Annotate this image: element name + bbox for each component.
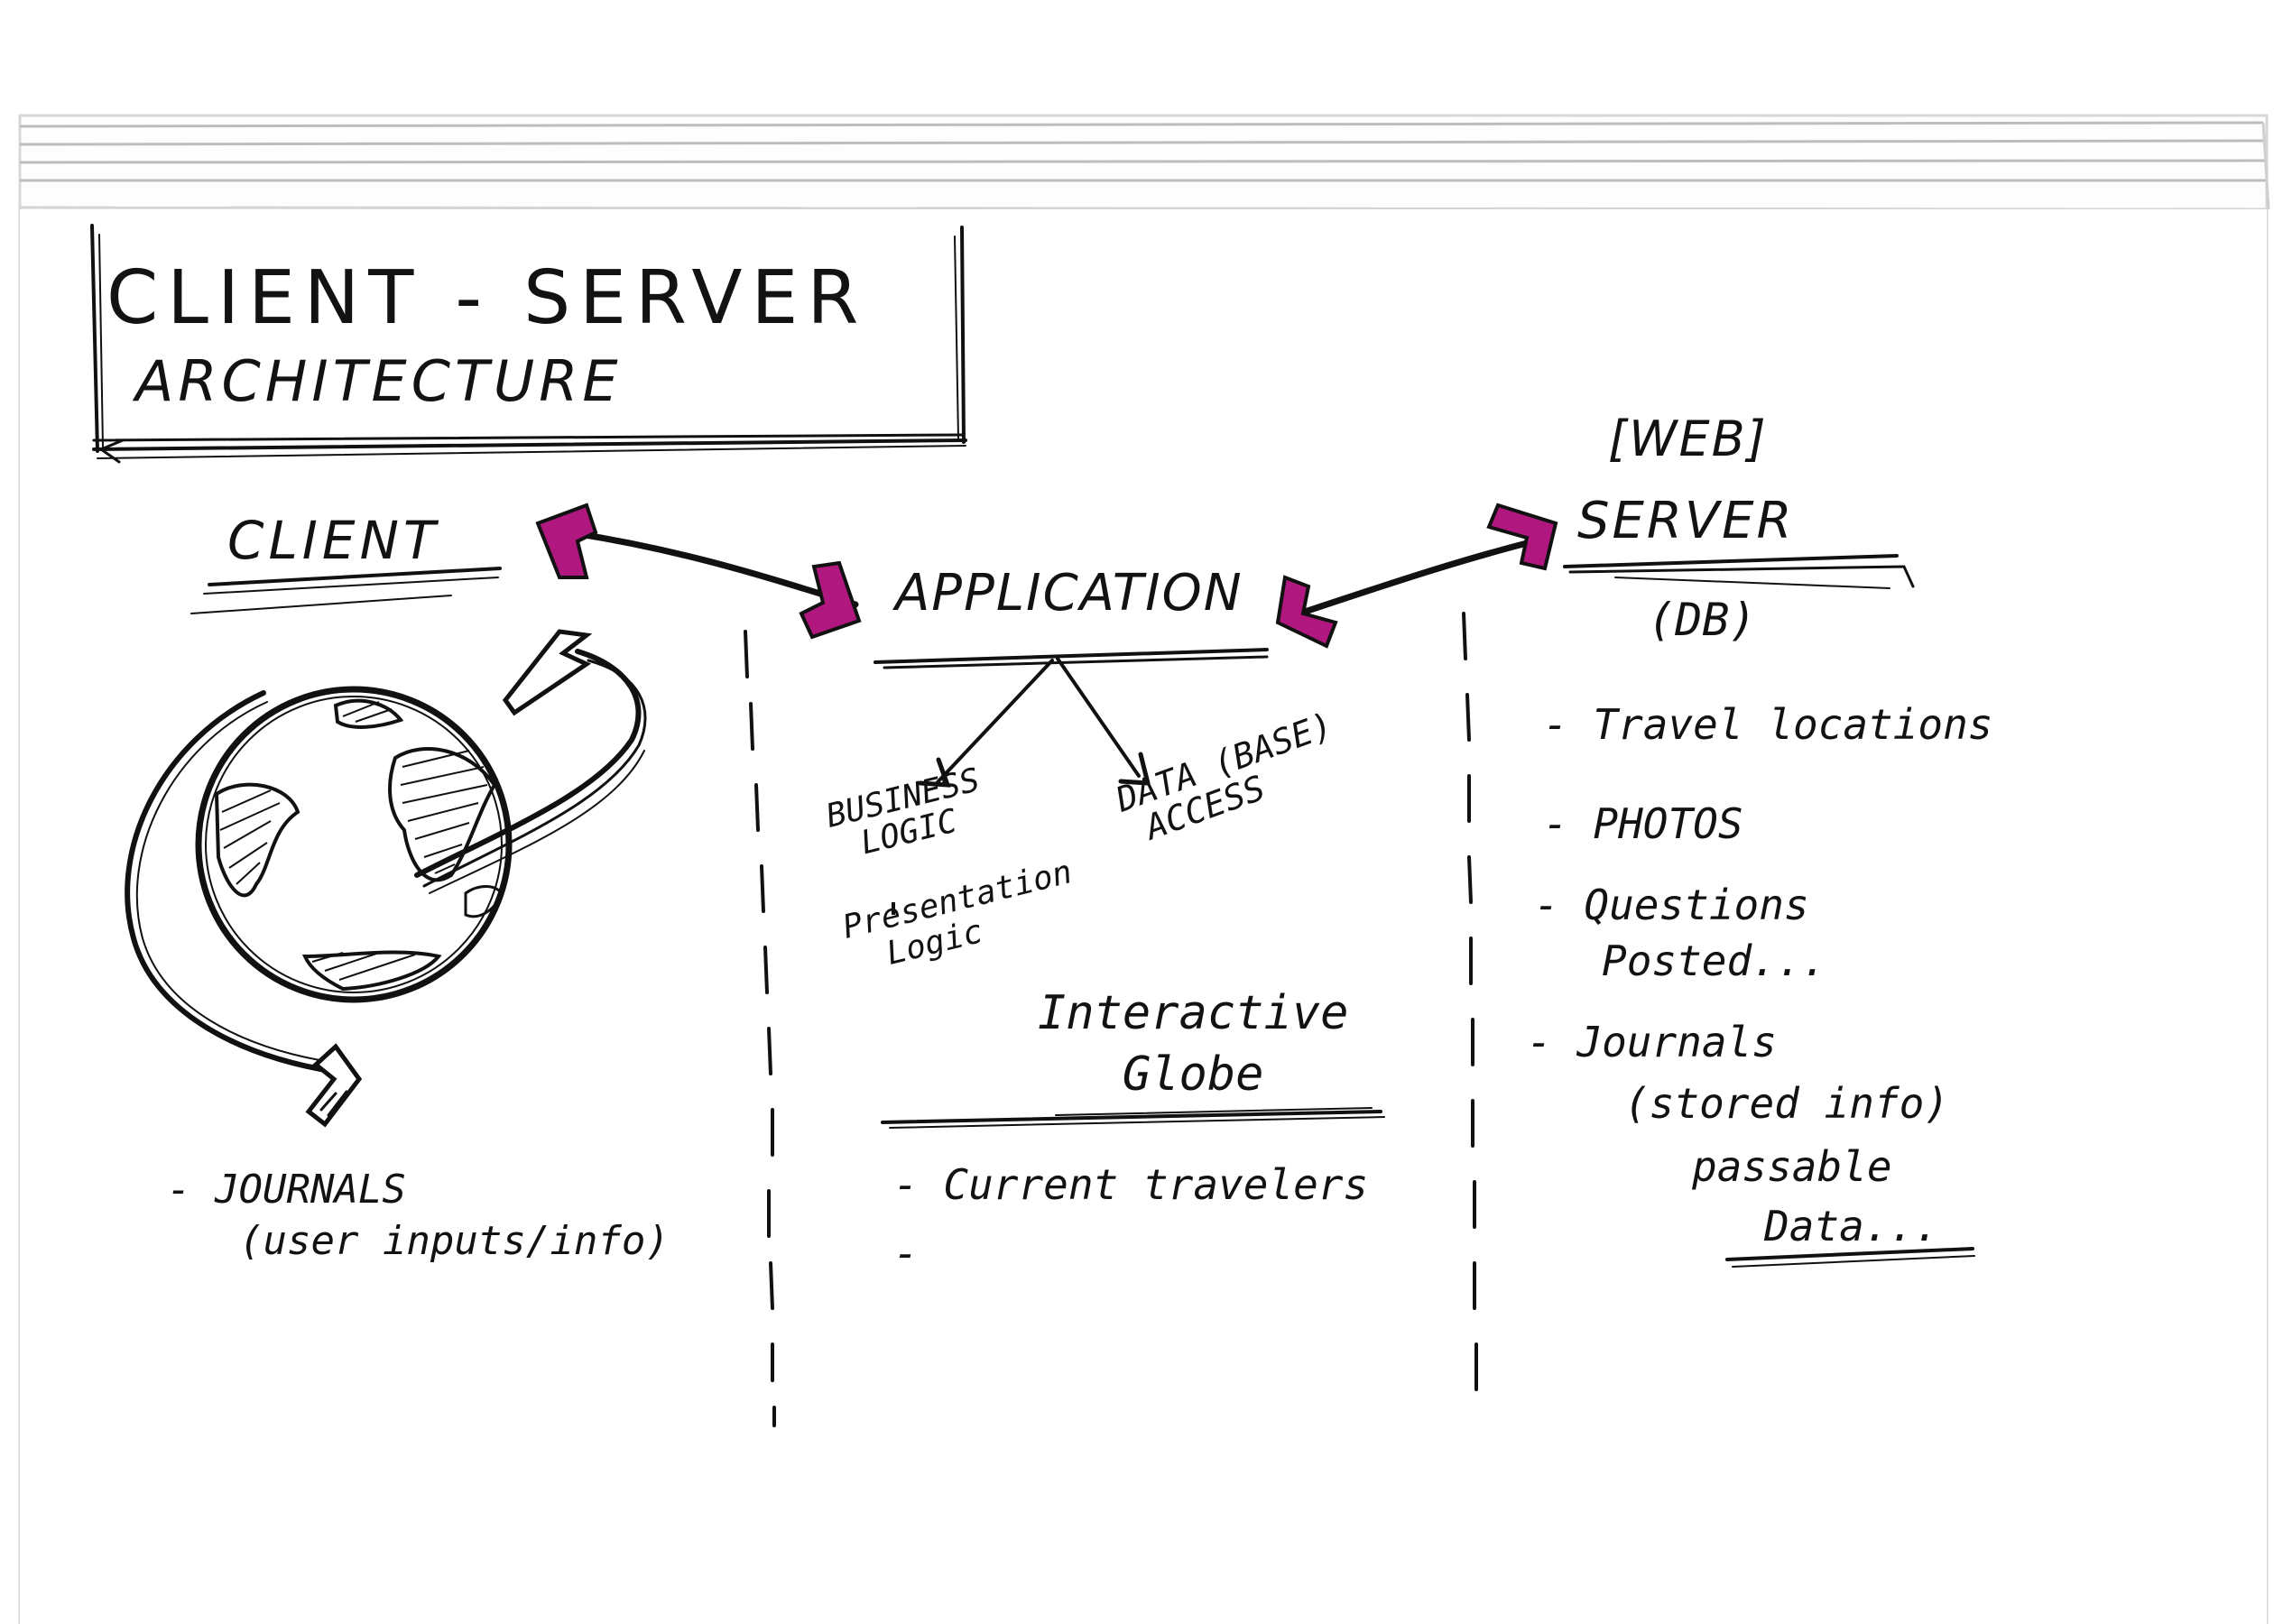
- curved-arrow-icon: [125, 629, 647, 1128]
- branch-arrows: [918, 657, 1151, 788]
- title-line-1: CLIENT - SERVER: [106, 255, 868, 341]
- list-item: (stored info): [1624, 1079, 1950, 1128]
- globe-icon: [195, 686, 513, 1003]
- list-item: (user inputs/info): [239, 1218, 670, 1265]
- client-items: - JOURNALS (user inputs/info): [167, 1164, 670, 1267]
- double-headed-arrow-icon: [535, 503, 862, 640]
- client-heading: CLIENT: [227, 510, 440, 571]
- list-item: - Travel locations: [1543, 700, 1993, 749]
- list-item: Posted...: [1602, 937, 1827, 985]
- list-item: Data...: [1764, 1202, 1939, 1250]
- web-heading: [WEB]: [1608, 411, 1768, 467]
- list-item: - JOURNALS: [167, 1167, 406, 1213]
- list-item: passable: [1692, 1142, 1892, 1191]
- server-heading: SERVER: [1577, 492, 1795, 550]
- title-box: [90, 224, 967, 464]
- application-items: - Current travelers -: [893, 1164, 1368, 1274]
- list-item: - PHOTOS: [1543, 799, 1743, 848]
- db-label: (DB): [1648, 594, 1757, 646]
- underlines: [190, 554, 1975, 1268]
- list-item: - Questions: [1534, 881, 1809, 929]
- sketch-page: [20, 209, 2267, 1624]
- list-item: -: [893, 1229, 919, 1278]
- list-item: - Current travelers: [893, 1160, 1369, 1209]
- list-item: - Journals: [1527, 1018, 1777, 1066]
- double-headed-arrow-icon: [1275, 503, 1558, 649]
- column-dividers: [744, 612, 1478, 1427]
- application-heading: APPLICATION: [895, 564, 1243, 623]
- title-line-2: ARCHITECTURE: [135, 348, 623, 414]
- interactive-globe-label: Interactive Globe: [1038, 986, 1349, 1102]
